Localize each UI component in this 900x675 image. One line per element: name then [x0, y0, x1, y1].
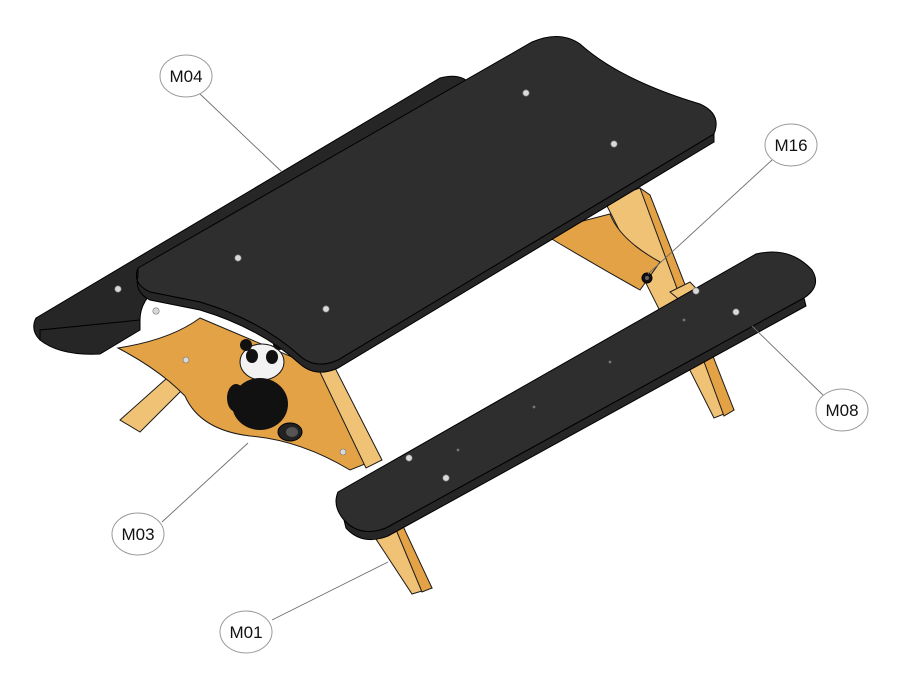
panda-decal: [227, 338, 303, 442]
callout-label: M16: [774, 136, 807, 155]
callout-label: M01: [229, 623, 262, 642]
callout-m01: M01: [219, 610, 273, 654]
front-bench-seat: [335, 251, 817, 541]
callout-m16: M16: [764, 123, 818, 167]
connector-bolt-m16: [641, 272, 653, 284]
callout-m08: M08: [815, 388, 869, 432]
table-top: [136, 36, 717, 373]
callout-label: M03: [121, 525, 154, 544]
callout-label: M04: [169, 67, 202, 86]
callout-m04: M04: [159, 54, 213, 98]
callout-label: M08: [825, 401, 858, 420]
callout-m03: M03: [111, 512, 165, 556]
leader-lines: [161, 93, 827, 621]
